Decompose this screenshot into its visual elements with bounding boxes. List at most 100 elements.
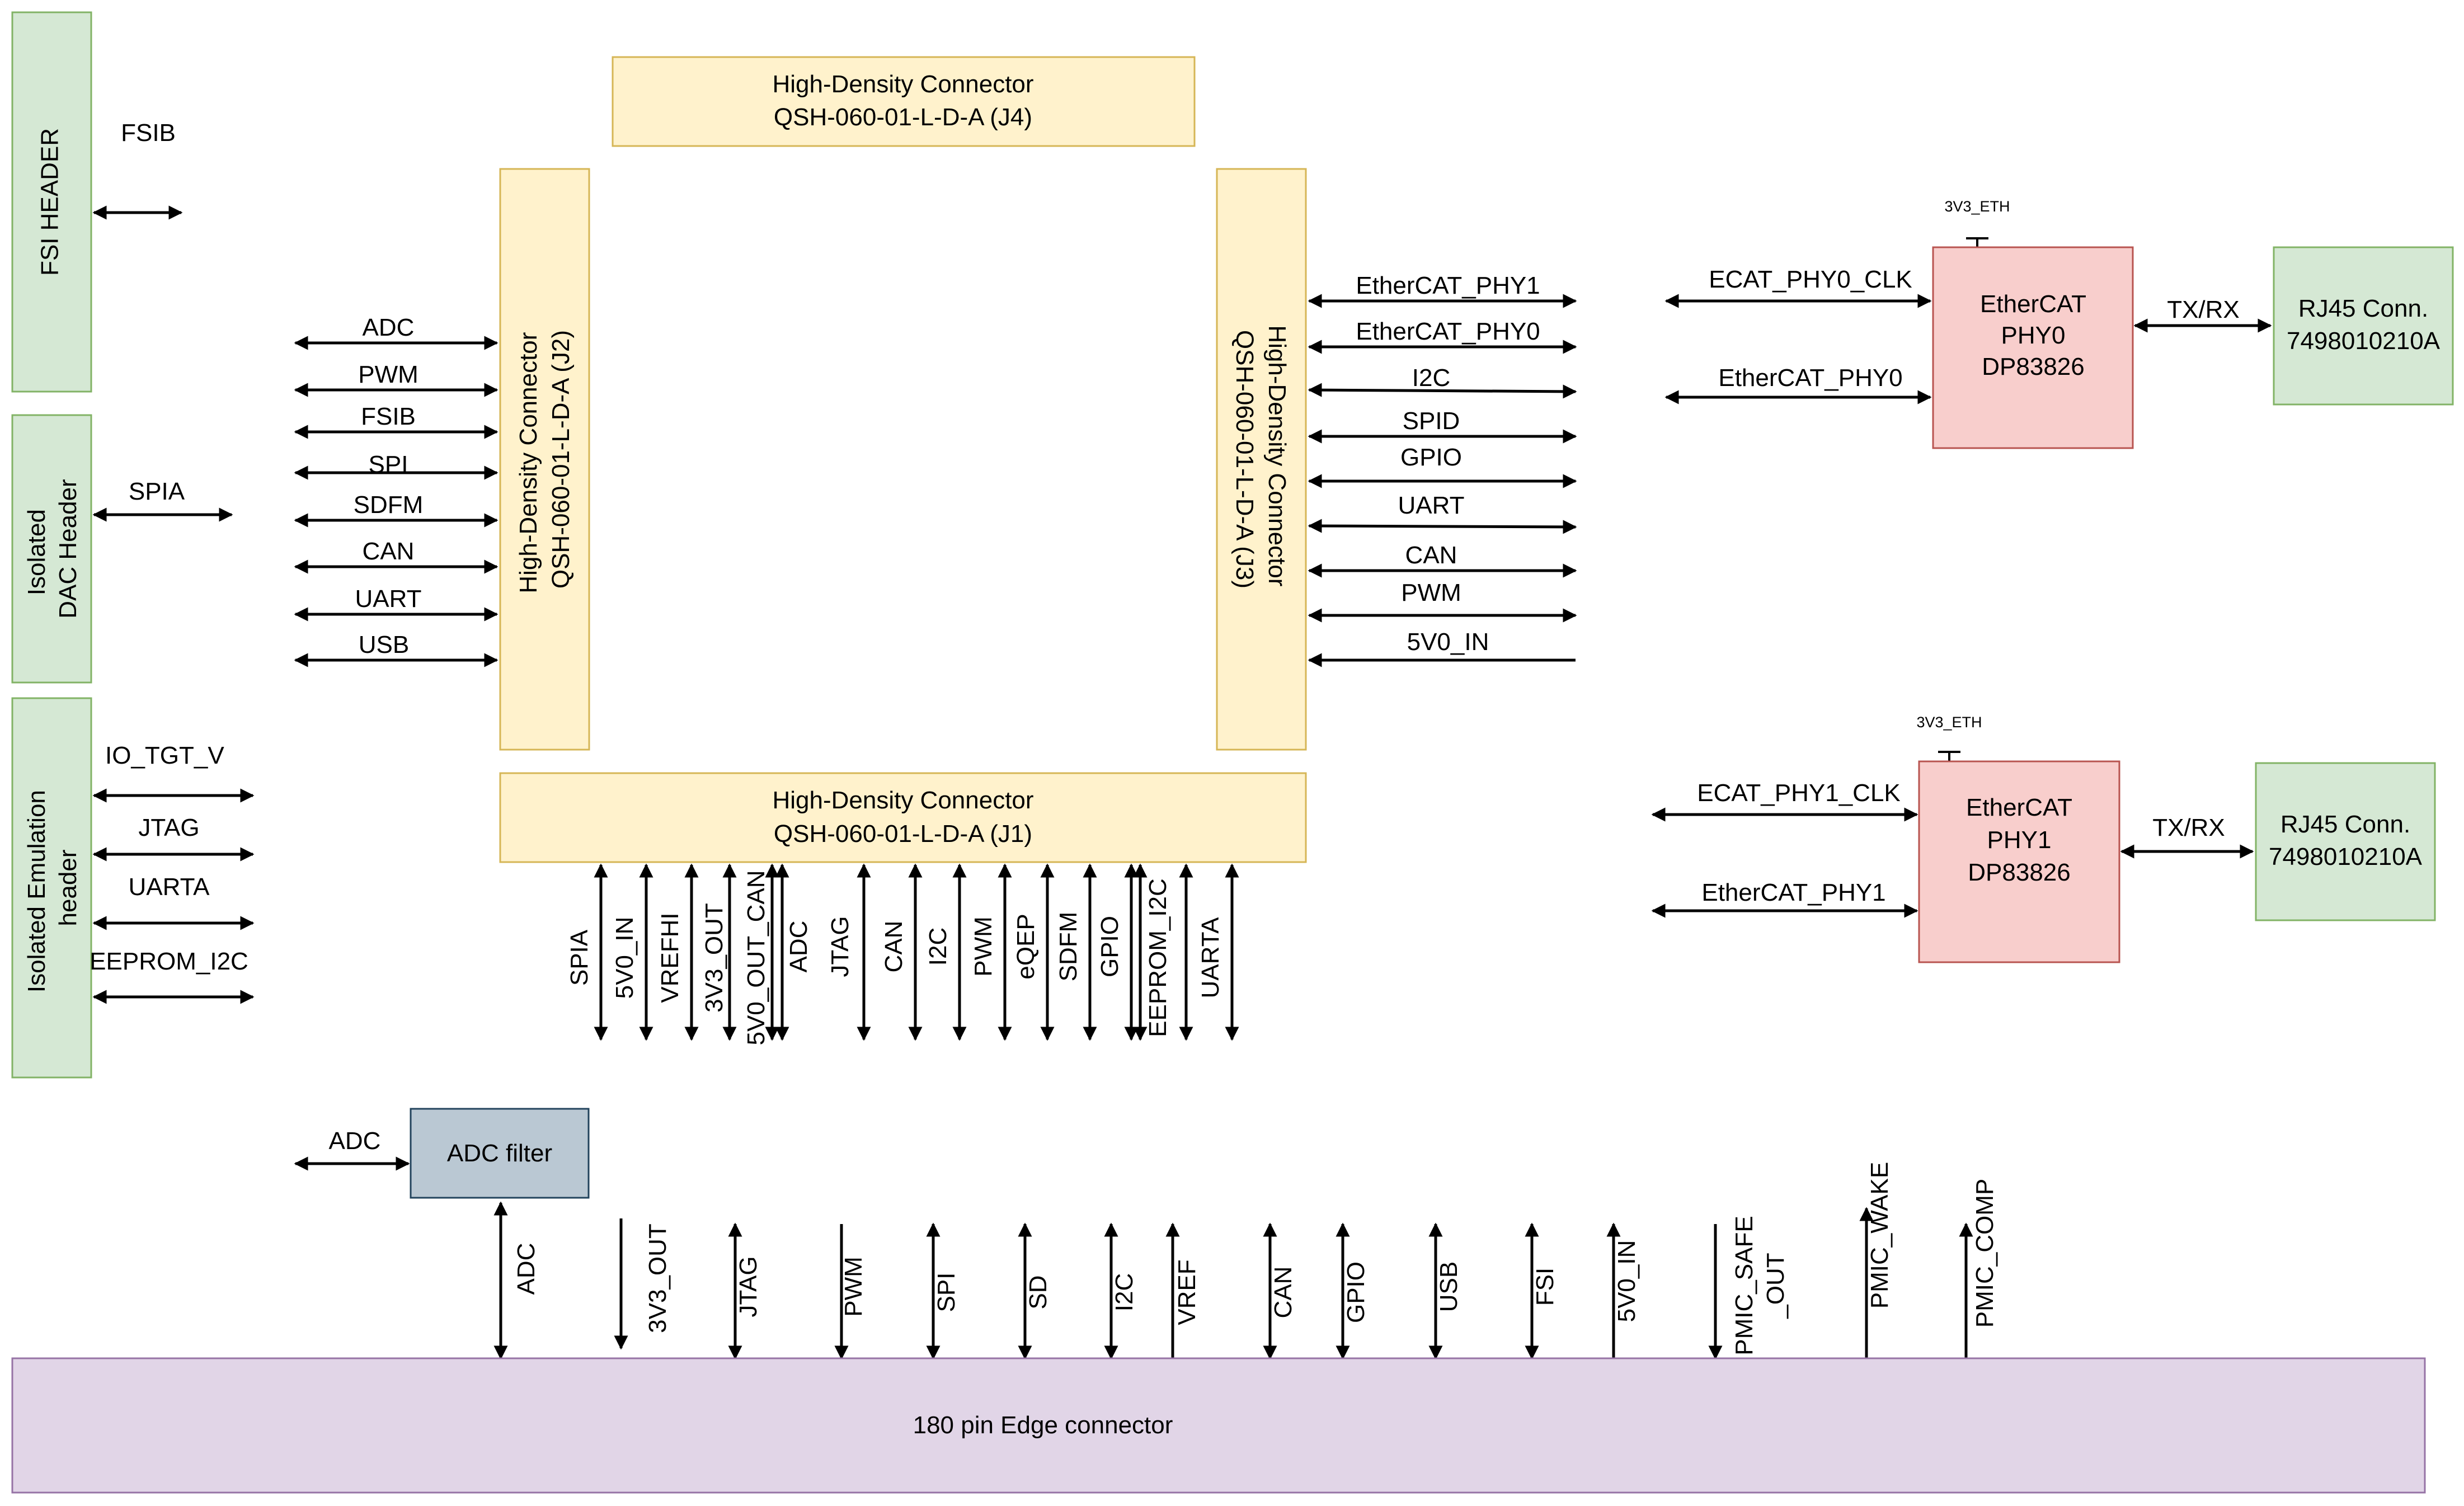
rj45-0-label-line2: 7498010210A (2287, 327, 2441, 355)
edge-i2c-label: I2C (1111, 1273, 1138, 1311)
fsi-header-block: FSI HEADER (11, 11, 92, 393)
ethercat-phy1-block: 3V3_ETH EtherCAT PHY1 DP83826 (1916, 714, 2120, 963)
j1-signals: SPIA 5V0_IN VREFHI 3V3_OUT 5V0_OUT_CAN A… (566, 863, 1239, 1046)
rj45-conn-0-block: RJ45 Conn. 7498010210A (2273, 246, 2454, 406)
j1-sdfm-label: SDFM (1055, 912, 1082, 982)
svg-text:Isolated DAC Header: Isolated DAC Header (23, 479, 82, 618)
edge-usb-label: USB (1435, 1262, 1463, 1312)
j3-signals: EtherCAT_PHY1 EtherCAT_PHY0 I2C SPID GPI… (1308, 272, 1577, 667)
svg-text:Isolated Emulation heade: Isolated Emulation header (23, 783, 82, 992)
ethercat-phy0-block: 3V3_ETH EtherCAT PHY0 DP83826 (1932, 198, 2134, 449)
edge-sd-label: SD (1024, 1275, 1052, 1309)
j1-eeprom-i2c-label: EEPROM_I2C (1144, 878, 1172, 1037)
phy1-label-line2: PHY1 (1987, 826, 2052, 854)
j2-spi-label: SPI (369, 451, 408, 478)
j2-can-label: CAN (363, 538, 415, 565)
j1-i2c-label: I2C (924, 928, 952, 966)
spia-label: SPIA (129, 478, 185, 505)
j1-spia-label: SPIA (566, 929, 593, 986)
connector-j2: High-Density Connector QSH-060-01-L-D-A … (499, 168, 590, 751)
phy1-txrx-label: TX/RX (2152, 814, 2225, 841)
j3-ethercat-phy1-label: EtherCAT_PHY1 (1356, 272, 1540, 299)
phy0-txrx-label: TX/RX (2167, 296, 2240, 323)
edge-pwm-label: PWM (840, 1256, 867, 1317)
j3-label-line2: QSH-060-01-L-D-A (J3) (1231, 330, 1258, 589)
j3-uart-arrow (1308, 519, 1577, 534)
j2-label-line2: QSH-060-01-L-D-A (J2) (547, 330, 575, 589)
j1-adc-label: ADC (785, 921, 812, 973)
j3-i2c-label: I2C (1412, 364, 1450, 392)
j3-ethercat-phy0-label: EtherCAT_PHY0 (1356, 318, 1540, 345)
adc-filter-label: ADC filter (447, 1140, 552, 1167)
j2-fsib-label: FSIB (361, 403, 416, 430)
edge-jtag-label: JTAG (735, 1256, 762, 1317)
edge-pmic-safe-out-label-line2: _OUT (1762, 1253, 1789, 1319)
dac-header-label-line1: Isolated (23, 509, 50, 595)
edge-spi-label: SPI (933, 1273, 960, 1312)
emulation-signals: IO_TGT_V JTAG UARTA EEPROM_I2C (90, 742, 255, 1004)
edge-adc-label: ADC (512, 1243, 540, 1295)
adc-filter-input-label: ADC (329, 1127, 381, 1155)
connector-j3: High-Density Connector QSH-060-01-L-D-A … (1216, 168, 1307, 751)
rj45-0-label-line1: RJ45 Conn. (2298, 295, 2428, 322)
j1-eqep-label: eQEP (1012, 914, 1040, 979)
j2-uart-label: UART (355, 585, 422, 613)
j1-5v0-out-can-label: 5V0_OUT_CAN (742, 870, 770, 1045)
edge-pmic-safe-out-label-line1: PMIC_SAFE (1731, 1216, 1758, 1355)
edge-vref-label: VREF (1173, 1259, 1201, 1325)
j1-gpio-label: GPIO (1096, 916, 1123, 977)
j3-can-label: CAN (1405, 542, 1457, 569)
j2-usb-label: USB (359, 631, 409, 658)
j1-can-label: CAN (880, 921, 907, 973)
io-tgt-v-label: IO_TGT_V (105, 742, 224, 769)
emu-header-label-line2: header (54, 849, 82, 926)
isolated-emulation-header-block: Isolated Emulation header (11, 697, 92, 1079)
edge-gpio-label: GPIO (1342, 1262, 1370, 1323)
rj45-1-label-line1: RJ45 Conn. (2280, 811, 2410, 838)
j1-pwm-label: PWM (970, 916, 997, 977)
eeprom-i2c-label: EEPROM_I2C (90, 948, 248, 975)
phy1-supply-label: 3V3_ETH (1916, 714, 1982, 731)
j3-gpio-label: GPIO (1400, 444, 1462, 471)
emu-header-label-line1: Isolated Emulation (23, 790, 50, 992)
j2-pwm-label: PWM (358, 361, 418, 388)
ethercat-phy1-label: EtherCAT_PHY1 (1701, 879, 1885, 906)
edge-3v3-out-label: 3V3_OUT (644, 1223, 671, 1333)
phy0-label-line3: DP83826 (1982, 353, 2084, 380)
svg-text:High-Density Connector Q: High-Density Connector QSH-060-01-L-D-A … (515, 325, 575, 593)
jtag-label: JTAG (138, 814, 199, 841)
uarta-label: UARTA (128, 873, 210, 901)
edge-pmic-wake-label: PMIC_WAKE (1866, 1162, 1893, 1309)
dac-header-label-line2: DAC Header (54, 479, 82, 618)
phy1-label-line1: EtherCAT (1966, 794, 2072, 821)
j1-3v3-out-label: 3V3_OUT (700, 903, 728, 1013)
j1-vrefhi-label: VREFHI (656, 912, 684, 1003)
j3-uart-label: UART (1398, 492, 1465, 519)
j1-jtag-label: JTAG (826, 916, 854, 977)
phy0-label-line2: PHY0 (2001, 322, 2066, 349)
j4-label-line2: QSH-060-01-L-D-A (J4) (774, 103, 1032, 131)
edge-connector-label: 180 pin Edge connector (913, 1411, 1173, 1439)
j1-label-line2: QSH-060-01-L-D-A (J1) (774, 820, 1032, 848)
isolated-dac-header-block: Isolated DAC Header (11, 414, 92, 684)
edge-fsi-label: FSI (1531, 1268, 1559, 1306)
rj45-conn-1-block: RJ45 Conn. 7498010210A (2255, 762, 2436, 921)
j2-adc-label: ADC (363, 314, 415, 341)
rj45-1-label-line2: 7498010210A (2269, 843, 2423, 870)
j2-label-line1: High-Density Connector (515, 332, 542, 594)
edge-can-label: CAN (1269, 1267, 1297, 1319)
svg-text:High-Density Connector Q: High-Density Connector QSH-060-01-L-D-A … (1231, 325, 1291, 593)
j3-spid-label: SPID (1403, 407, 1460, 435)
fsi-header-label: FSI HEADER (36, 128, 64, 276)
ecat-phy1-clk-label: ECAT_PHY1_CLK (1697, 779, 1901, 807)
j2-signals: ADC PWM FSIB SPI SDFM CAN UART USB (294, 314, 499, 667)
ethercat-phy0-label: EtherCAT_PHY0 (1718, 364, 1902, 392)
connector-j1: High-Density Connector QSH-060-01-L-D-A … (499, 772, 1307, 863)
fsib-label: FSIB (121, 119, 176, 147)
edge-5v0-in-label: 5V0_IN (1613, 1240, 1640, 1323)
edge-connector-block: 180 pin Edge connector (11, 1357, 2426, 1494)
ecat-phy0-clk-label: ECAT_PHY0_CLK (1709, 266, 1912, 293)
j3-label-line1: High-Density Connector (1263, 325, 1291, 586)
j3-pwm-label: PWM (1401, 579, 1461, 606)
j3-5v0-in-label: 5V0_IN (1407, 628, 1489, 656)
